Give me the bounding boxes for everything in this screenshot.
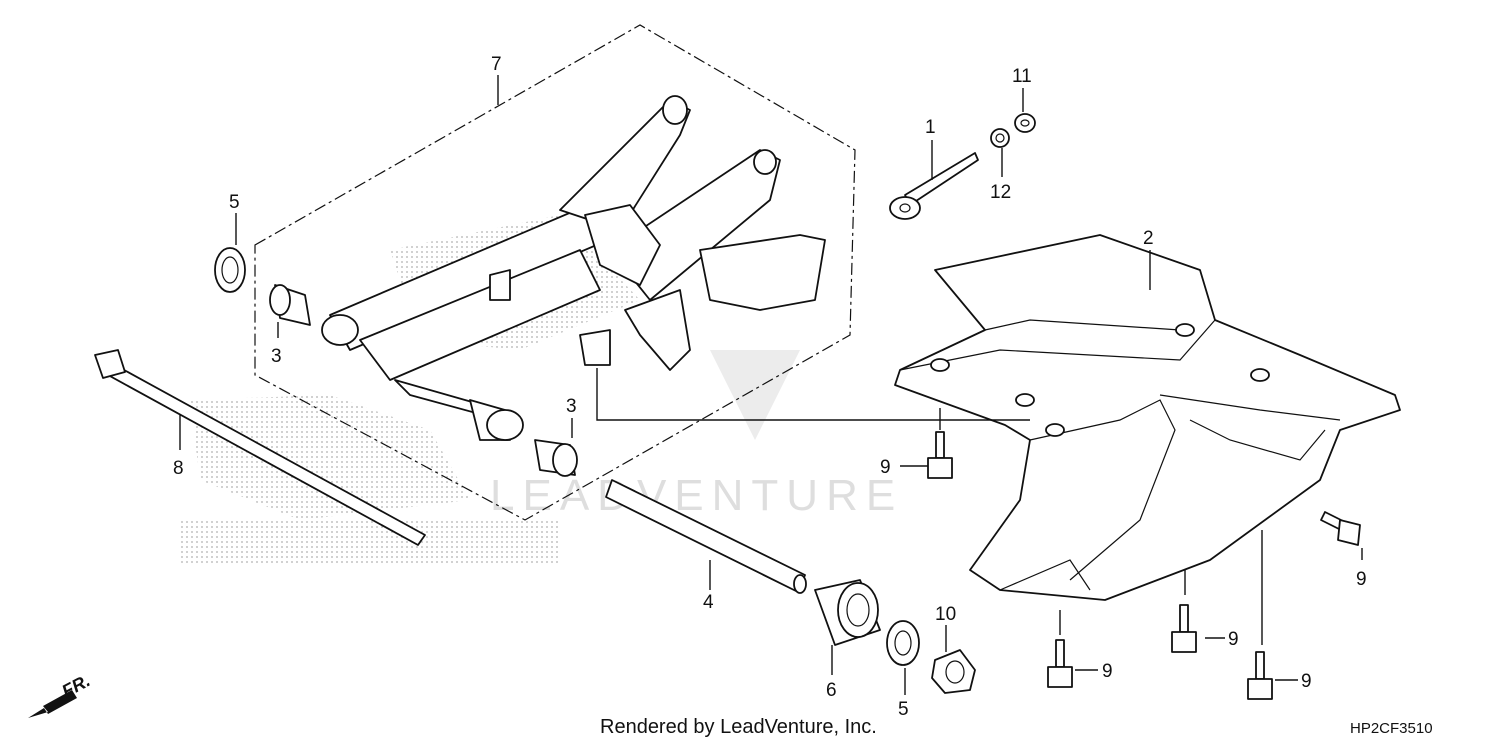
callout-5-upper: 5 [229,192,240,213]
washer-part-12 [990,128,1010,148]
seal-part-5-upper [214,247,246,293]
cable-guide-part-1 [889,152,979,220]
callout-12: 12 [990,182,1011,203]
callout-4: 4 [703,592,714,613]
pivot-bolt-part-8 [94,349,426,546]
seal-part-5-lower [886,620,920,666]
callout-5-lower: 5 [898,699,909,720]
bolt-part-9-c [1171,604,1197,653]
callout-9-left: 9 [880,457,891,478]
bushing-part-3-lower [534,439,578,477]
bolt-part-9-d [1047,639,1073,688]
bolt-part-9-b [1320,511,1361,546]
callout-3-lower: 3 [566,396,577,417]
callout-9-right: 9 [1356,569,1367,590]
watermark-brand-text: LEADVENTURE [490,471,903,520]
bushing-part-3-upper [269,284,311,326]
callout-1: 1 [925,117,936,138]
callout-8: 8 [173,458,184,479]
front-arrow-icon [28,690,77,718]
callout-9-lower-left: 9 [1102,661,1113,682]
swingarm-assembly-frame [254,24,856,521]
collar-part-6 [814,579,881,646]
swingarm-part-7 [321,95,826,441]
callout-3-upper: 3 [271,346,282,367]
bolt-part-9-e [1247,651,1273,700]
diagram-code: HP2CF3510 [1350,720,1433,737]
nut-part-10 [931,649,976,694]
nut-part-11 [1014,113,1036,133]
bolt-part-9-a [927,431,953,479]
front-direction-indicator: FR. [28,670,93,718]
leader-lines [179,75,1363,695]
callout-10: 10 [935,604,956,625]
skid-plate-part-2 [894,234,1401,601]
callout-11: 11 [1012,66,1032,87]
pivot-shaft-part-4 [605,479,807,594]
callout-7: 7 [491,54,502,75]
callout-2: 2 [1143,228,1154,249]
render-credit: Rendered by LeadVenture, Inc. [600,716,877,738]
callout-6: 6 [826,680,837,701]
callout-9-lower-right: 9 [1301,671,1312,692]
callout-9-middle: 9 [1228,629,1239,650]
